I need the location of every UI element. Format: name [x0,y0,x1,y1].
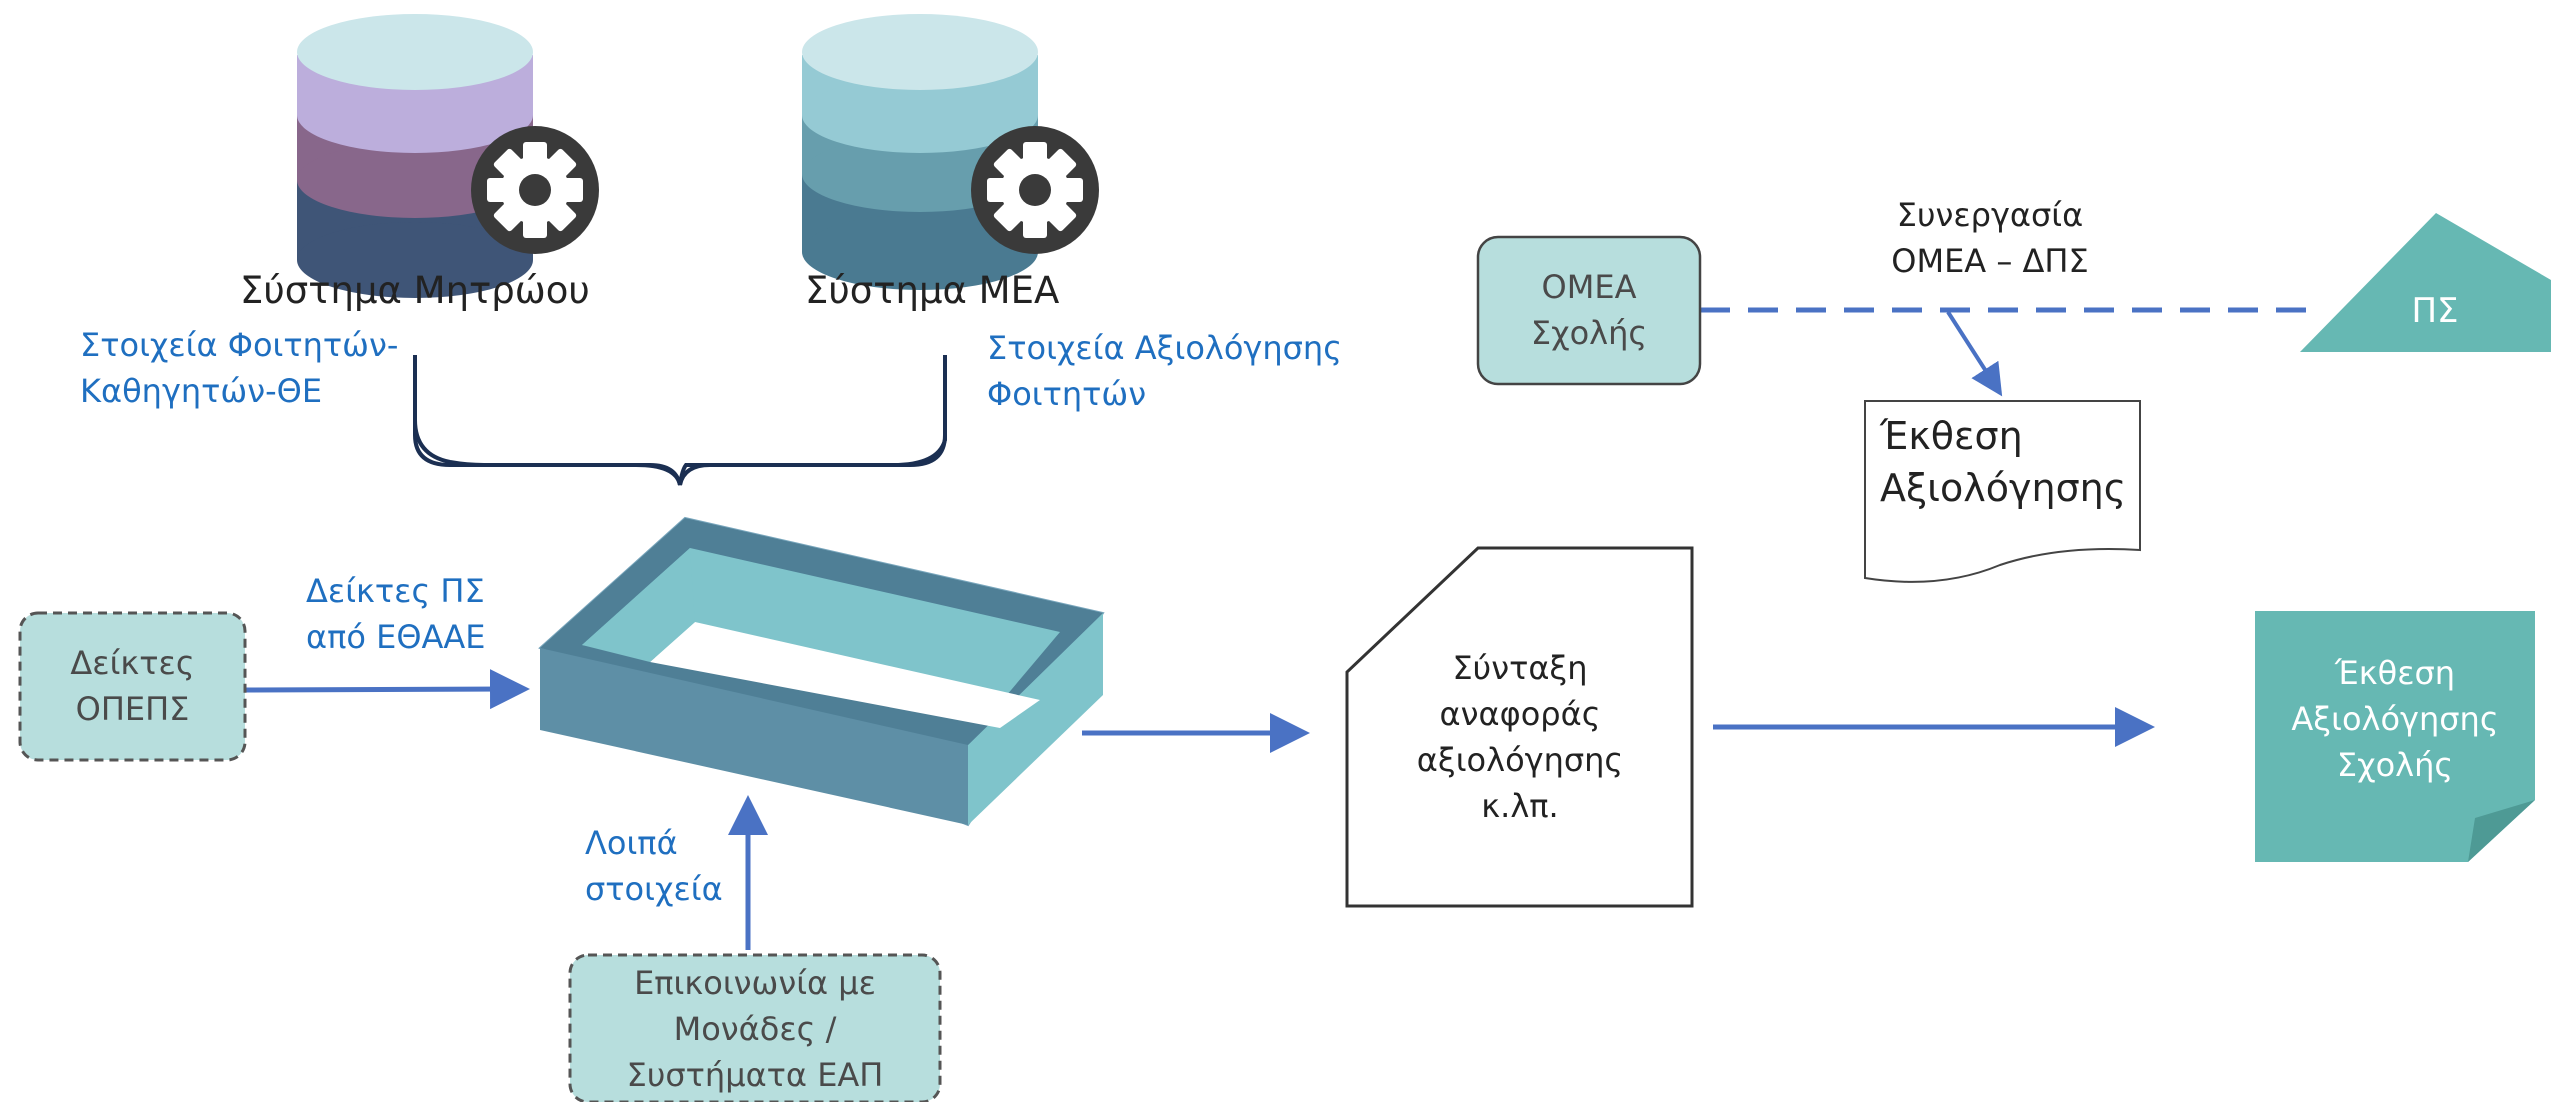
students-teachers-line2: Καθηγητών-ΘΕ [80,372,323,410]
report-drafting-line4: κ.λπ. [1481,787,1559,825]
evaluation-report-shape [1864,400,2141,583]
indicators-source-annotation: Δείκτες ΠΣ από ΕΘΑΑΕ [306,568,486,660]
cooperation-annotation: Συνεργασία ΟΜΕΑ – ΔΠΣ [1860,192,2120,284]
report-drafting-line3: αξιολόγησης [1416,741,1624,779]
students-teachers-annotation: Στοιχεία Φοιτητών- Καθηγητών-ΘΕ [80,322,398,414]
indicators-source-line2: από ΕΘΑΑΕ [306,618,486,656]
omea-box [1476,235,1702,386]
communication-line3: Συστήματα ΕΑΠ [626,1056,884,1094]
cooperation-line1: Συνεργασία [1896,196,2084,234]
communication-line1: Επικοινωνία με [634,964,876,1002]
opeps-box [18,611,247,762]
mea-database-icon [802,14,1038,290]
evaluation-report-line2: Αξιολόγησης [1880,466,2127,510]
school-report-fold [2468,800,2535,862]
school-report-label: Έκθεση Αξιολόγησης Σχολής [2255,650,2535,788]
opeps-line2: ΟΠΕΠΣ [75,690,190,728]
communication-line2: Μονάδες / [673,1010,837,1048]
merge-brace-right [678,355,947,486]
evaluation-report-line1: Έκθεση [1880,414,2023,458]
registry-gear-icon [471,126,599,254]
school-report-line1: Έκθεση [2334,654,2456,692]
communication-box [568,953,942,1102]
mea-gear-icon [971,126,1099,254]
arrow-cooperation-to-evaluation-report [1946,310,2003,397]
arrow-opeps-to-tray [244,669,530,710]
evaluation-report-label: Έκθεση Αξιολόγησης [1880,410,2126,514]
registry-database-icon [297,14,533,298]
student-evaluation-line1: Στοιχεία Αξιολόγησης [987,329,1342,367]
communication-label: Επικοινωνία με Μονάδες / Συστήματα ΕΑΠ [570,960,940,1098]
opeps-label: Δείκτες ΟΠΕΠΣ [20,640,245,732]
student-evaluation-line2: Φοιτητών [987,375,1147,413]
mea-system-label: Σύστημα ΜΕΑ [805,269,1060,312]
other-data-line1: Λοιπά [585,824,678,862]
school-report-shape [2255,611,2535,862]
school-report-line2: Αξιολόγησης [2291,700,2499,738]
students-teachers-line1: Στοιχεία Φοιτητών- [80,326,399,364]
indicators-source-line1: Δείκτες ΠΣ [306,572,485,610]
report-drafting-label: Σύνταξη αναφοράς αξιολόγησης κ.λπ. [1380,645,1660,829]
registry-system-label: Σύστημα Μητρώου [240,269,590,312]
opeps-line1: Δείκτες [70,644,195,682]
report-drafting-line1: Σύνταξη [1452,649,1588,687]
other-data-annotation: Λοιπά στοιχεία [585,820,723,912]
ps-label: ΠΣ [2411,291,2459,331]
student-evaluation-annotation: Στοιχεία Αξιολόγησης Φοιτητών [987,325,1342,417]
processing-tray [538,516,1105,827]
omea-line2: Σχολής [1530,314,1648,352]
report-drafting-line2: αναφοράς [1439,695,1601,733]
omea-line1: ΟΜΕΑ [1541,268,1637,306]
cooperation-line2: ΟΜΕΑ – ΔΠΣ [1891,242,2089,280]
school-report-line3: Σχολής [2336,746,2454,784]
other-data-line2: στοιχεία [585,870,723,908]
merge-brace-left [413,355,682,486]
report-drafting-shape [1345,546,1694,908]
omea-label: ΟΜΕΑ Σχολής [1478,264,1700,356]
ps-triangle [2300,213,2551,352]
